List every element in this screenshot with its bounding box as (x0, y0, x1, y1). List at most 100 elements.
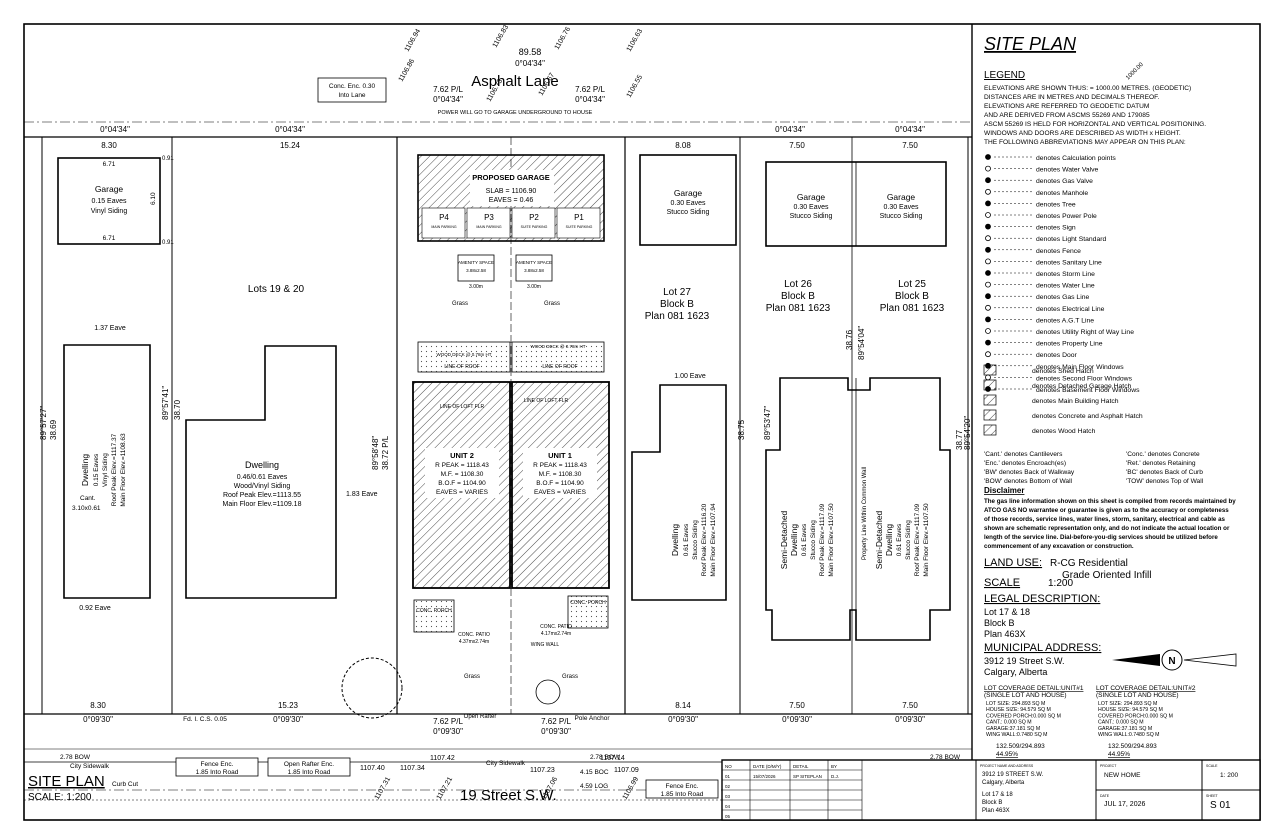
pl-street: 0°09'30" (541, 727, 571, 736)
unit-line: UNIT 1 (548, 451, 572, 460)
coverage-line: CANT.: 0.000 SQ M (986, 720, 1032, 726)
scale-label: SCALE (984, 577, 1020, 589)
dim: 6.71 (103, 161, 116, 168)
lane-bearing: 0°04'34" (275, 125, 305, 134)
amenity-label: AMENITY SPACE (516, 260, 552, 265)
svg-text:N: N (1168, 656, 1175, 667)
coverage-ratio: 132.509/294.893 (1108, 743, 1157, 750)
legend-symbol-icon (985, 281, 991, 288)
sheet-label: SHEET (1206, 794, 1219, 798)
lot-bottom-dim: 8.30 (90, 701, 106, 710)
legend-entry: denotes Gas Line (1036, 294, 1089, 301)
street-label: 19 Street S.W. (460, 787, 557, 804)
unit-line: EAVES = VARIES (436, 489, 489, 496)
land-use-label: LAND USE: (984, 557, 1042, 569)
revision-cell: SP SITEPLAN (793, 774, 822, 779)
garage-note: 0.30 Eaves (670, 200, 706, 207)
coverage-line: COVERED PORCH:0.000 SQ M (1098, 713, 1173, 719)
legal-title: LEGAL DESCRIPTION: (984, 593, 1100, 605)
amenity-width: 3.00m (527, 284, 541, 290)
legend-title: LEGEND (984, 70, 1025, 81)
legend-symbol-icon (985, 165, 991, 172)
legend-entry: denotes Power Pole (1036, 213, 1097, 220)
parking-stall (556, 207, 601, 239)
lot27-plan: Plan 081 1623 (645, 311, 710, 322)
disclaimer-title: Disclaimer (984, 486, 1024, 495)
conc-enc-lane: Into Lane (338, 92, 365, 99)
legend-symbol-icon (985, 316, 991, 323)
garage-note: 0.30 Eaves (883, 204, 919, 211)
top-dimension: 89.58 (519, 47, 542, 57)
unit-line: R PEAK = 1118.43 (435, 462, 489, 469)
project-line: Block B (982, 800, 1002, 806)
grass-label: Grass (562, 674, 578, 680)
conc-enc-lane-box (317, 77, 387, 103)
hatch-swatch-icon (983, 379, 997, 391)
project-line: Calgary, Alberta (982, 780, 1025, 786)
left-dwelling-title: Dwelling (245, 460, 279, 470)
fence-enc: 1.85 Into Road (288, 769, 331, 776)
disclaimer-line: of those records, service lines, water l… (984, 516, 1226, 523)
intro-line: THE FOLLOWING ABBREVIATIONS MAY APPEAR O… (984, 139, 1186, 146)
legend-entry: denotes Property Line (1036, 341, 1103, 348)
lot-bottom-dim: 7.50 (789, 701, 805, 710)
side-dim: 38.75 (737, 419, 746, 440)
lot25-garage-title: Garage (887, 192, 916, 202)
hatch-swatch-icon (983, 394, 997, 406)
lot-top-dim: 8.08 (675, 141, 691, 150)
eave-label: 0.92 Eave (79, 605, 111, 612)
bow-label: 2.78 BOW (60, 754, 91, 761)
dwelling-note: Vinyl Siding (102, 453, 109, 487)
lot26-garage-title: Garage (797, 192, 826, 202)
elevation: 1106.63 (626, 28, 645, 53)
lane-bearing: 0°04'34" (895, 125, 925, 134)
log-label: 4.59 LOG (580, 783, 608, 790)
legend-entry: denotes Gas Valve (1036, 178, 1093, 185)
side-bearing: 89°54'04" (857, 326, 866, 360)
lot25-plan: Plan 081 1623 (880, 303, 945, 314)
lane-bearing: 0°04'34" (100, 125, 130, 134)
line-of-roof: LINE OF ROOF (444, 364, 479, 370)
lot-bottom-dim: 7.50 (902, 701, 918, 710)
sidewalk-label: City Sidewalk (486, 760, 526, 767)
legend-symbol-icon (985, 374, 991, 381)
revision-header: BY (831, 764, 837, 769)
coverage-line: LOT SIZE: 294.893 SQ M (1098, 701, 1157, 707)
legend-symbol-icon (985, 212, 991, 218)
coverage-title: (SINGLE LOT AND HOUSE) (1096, 692, 1179, 699)
dim: 6.10 (150, 192, 157, 205)
grass-label: Grass (452, 301, 468, 307)
abbrev-entry: 'Conc.' denotes Concrete (1126, 451, 1200, 458)
parking-stall-id: P4 (439, 213, 449, 222)
eave-label: 1.00 Eave (674, 373, 706, 380)
legend-entry: denotes Second Floor Windows (1036, 375, 1133, 382)
pl-street: 7.62 P/L (433, 717, 463, 726)
dwelling-note: Roof Peak Elev.=1117.09 (819, 503, 826, 576)
coverage-percent: 44.95% (1108, 751, 1130, 758)
dim: 0.91 (162, 240, 174, 246)
legend-symbol-icon (985, 328, 991, 334)
dwelling-note: Main Floor Elev.=1107.50 (828, 503, 835, 577)
street-bearing: 0°09'30" (273, 715, 303, 724)
dwelling-note: 0.15 Eaves (93, 453, 100, 486)
legend-entry: denotes Water Valve (1036, 167, 1099, 174)
hatch-entry: denotes Detached Garage Hatch (1032, 383, 1132, 390)
panel-title: SITE PLAN (984, 34, 1077, 54)
garage-note: 0.30 Eaves (793, 204, 829, 211)
pl-street: 7.62 P/L (541, 717, 571, 726)
unit-line: B.O.F = 1104.90 (536, 480, 584, 487)
elevation: 1107.14 (600, 755, 625, 762)
land-use-value: R-CG Residential (1050, 558, 1128, 569)
lot27-label: Lot 27 (663, 287, 691, 298)
coverage-percent: 44.95% (996, 751, 1018, 758)
coverage-line: GARAGE:37.181 SQ M (986, 726, 1040, 732)
legend-symbol-icon (985, 258, 991, 265)
elevation: 1106.55 (626, 74, 645, 99)
hatch-entry: denotes Shed Hatch (1032, 368, 1094, 375)
revision-cell: 15/07/2026 (753, 774, 776, 779)
legend-entry: denotes Main Floor Windows (1036, 364, 1124, 371)
project-line: 3912 19 STREET S.W. (982, 772, 1044, 778)
legend-symbol-icon (985, 154, 991, 160)
client-value: NEW HOME (1104, 772, 1141, 779)
wood-deck-label: WOOD DECK @ 0.78m HT (530, 344, 585, 349)
